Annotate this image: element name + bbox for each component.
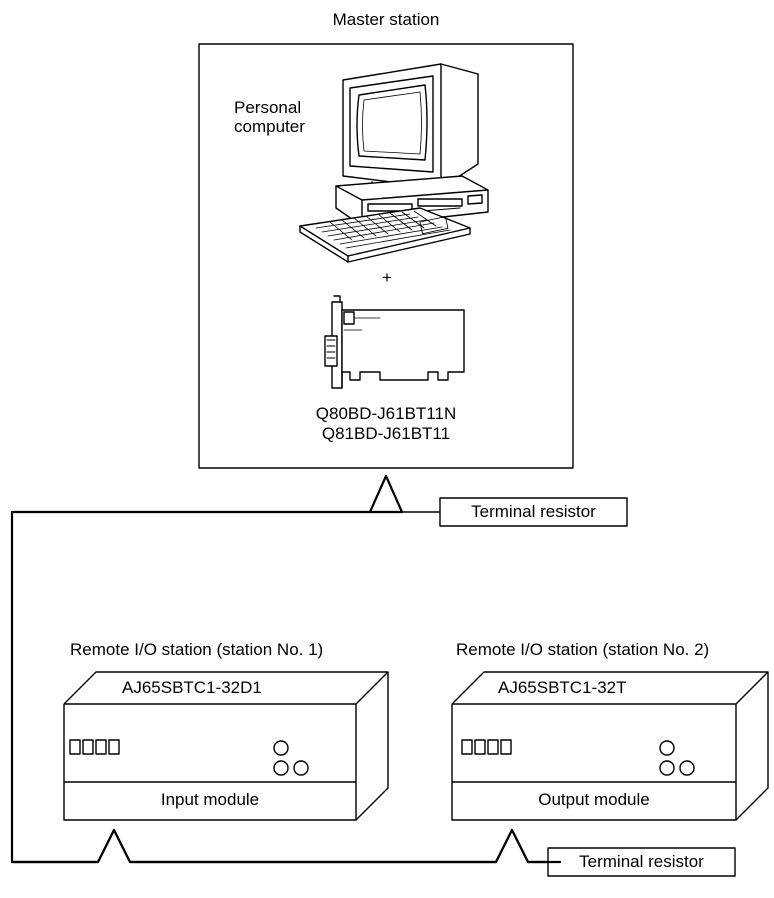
station-2-drawing (451, 671, 769, 821)
station-1-led-b (82, 739, 94, 755)
terminal-resistor-top-box (439, 497, 628, 527)
station-1-knob-bottom-right (293, 760, 309, 776)
station-1-knob-bottom-left (273, 760, 289, 776)
station-1-title: Remote I/O station (station No. 1) (70, 640, 324, 659)
station-2-model: AJ65SBTC1-32T (498, 678, 627, 697)
terminal-resistor-bottom-label: Terminal resistor (579, 852, 704, 871)
station-2-knob-top (659, 740, 675, 756)
station-2-led-d (500, 739, 512, 755)
station-2-title: Remote I/O station (station No. 2) (456, 640, 710, 659)
station-2-led-c (487, 739, 499, 755)
station-1-led-d (108, 739, 120, 755)
station-2-knob-bottom-right (679, 760, 695, 776)
station-1-model: AJ65SBTC1-32D1 (122, 678, 262, 697)
pc-label-line-1: Personal (234, 98, 302, 117)
personal-computer-label: Personal computer (234, 98, 305, 136)
pc-label-line-2: computer (234, 117, 305, 136)
personal-computer-icon (299, 63, 489, 263)
station-2-led-b (474, 739, 486, 755)
station-1-led-a (69, 739, 81, 755)
station-1-drawing (63, 671, 389, 821)
network-cable-lower (12, 828, 548, 864)
station-1-module: Input module (160, 790, 260, 809)
station-2-module: Output module (538, 790, 650, 809)
station-1-knob-top (273, 740, 289, 756)
station-1-led-c (95, 739, 107, 755)
board-model-2: Q81BD-J61BT11 (321, 424, 451, 443)
terminal-resistor-top-label: Terminal resistor (471, 502, 596, 521)
master-station-title: Master station (332, 10, 440, 29)
network-board-icon (324, 295, 465, 389)
master-station-box (198, 43, 574, 469)
board-model-1: Q80BD-J61BT11N (315, 404, 457, 423)
station-2-knob-bottom-left (659, 760, 675, 776)
station-2-led-a (461, 739, 473, 755)
plus-sign: + (382, 268, 392, 287)
